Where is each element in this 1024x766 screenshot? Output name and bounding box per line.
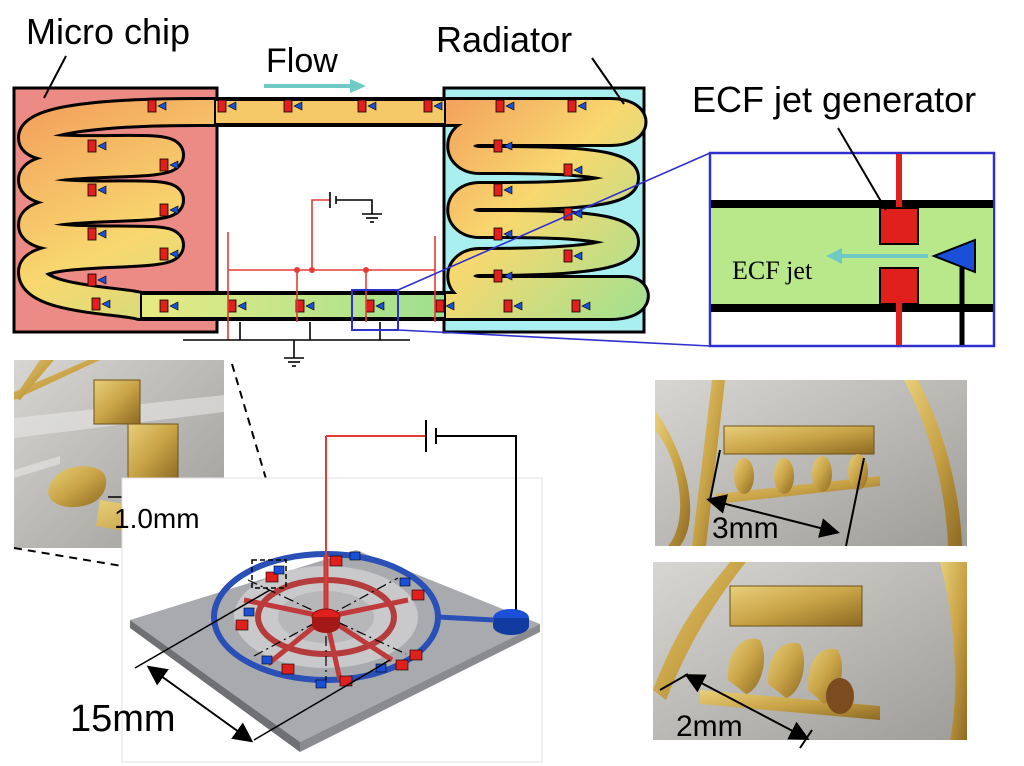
jet-triangle-marker [101,299,111,309]
electrode-marker [495,99,505,113]
dimension-3mm-label: 3mm [712,512,779,545]
wiring [183,192,436,367]
electrode-marker [503,299,513,313]
ring-electrode-red [339,675,353,687]
jet-triangle-marker [293,101,303,111]
ring-electrode-red [235,619,249,631]
ecf-jet-generator-label: ECF jet generator [692,79,977,120]
electrode-marker [493,227,503,241]
electrode-marker [87,183,97,197]
electrode-marker [283,99,293,113]
electrode-marker [159,203,169,217]
jet-triangle-marker [581,301,591,311]
jet-triangle-marker [237,301,247,311]
micro-chip-label: Micro chip [26,11,191,52]
dimension-15mm-label: 15mm [70,698,176,740]
jet-triangle-marker [577,101,587,111]
ecf-jet-generator-detail [708,127,996,348]
ring-electrode-red [329,555,343,567]
jet-triangle-marker [513,301,523,311]
jet-triangle-marker [503,229,513,239]
jet-triangle-marker [305,301,315,311]
electrode-marker [563,163,573,177]
electrode-marker [435,299,445,313]
electrode-marker [159,158,169,172]
radiator-label: Radiator [436,19,573,60]
jet-triangle-marker [97,229,107,239]
flow-label: Flow [266,42,338,80]
electrode-marker [217,99,227,113]
electrode-marker [159,247,169,261]
jet-triangle-marker [97,275,107,285]
electrode-marker [493,269,503,283]
ring-electrode-red [395,659,409,671]
electrode-marker [357,99,367,113]
electrode-marker [423,99,433,113]
jet-triangle-marker [169,160,179,170]
ring-electrode-blue [349,551,361,561]
jet-triangle-marker [433,101,443,111]
jet-triangle-marker [375,301,385,311]
ring-electrode-blue [243,607,255,617]
electrode-marker [91,297,101,311]
electrode-photo-2mm [653,562,967,749]
jet-triangle-marker [445,301,455,311]
electrode-marker [87,273,97,287]
electrode-marker [567,99,577,113]
zoom-indicator [351,152,711,347]
electrode-marker [365,299,375,313]
jet-triangle-marker [573,165,583,175]
radiator-leader [591,57,625,105]
jet-triangle-marker [505,101,515,111]
ring-electrode-blue [315,679,327,689]
ring-electrode-blue [261,655,273,665]
electrode-marker [493,139,503,153]
jet-triangle-marker [503,141,513,151]
ring-electrode-blue [399,577,411,587]
ring-electrode-red [265,571,279,583]
jet-triangle-marker [573,209,583,219]
electrode-marker [159,299,169,313]
flow-arrow [264,79,366,93]
jet-triangle-marker [157,101,167,111]
jet-triangle-marker [169,301,179,311]
jet-triangle-marker [97,185,107,195]
jet-triangle-marker [169,249,179,259]
electrode-marker [227,299,237,313]
ecf-jet-label: ECF jet [732,256,813,285]
jet-triangle-marker [503,271,513,281]
electrode-marker [493,183,503,197]
dimension-2mm-label: 2mm [676,710,743,743]
ring-electrode-blue [273,565,285,575]
electrode-marker [87,227,97,241]
micro-chip-leader [43,55,67,99]
electrode-marker [87,139,97,153]
jet-triangle-marker [503,185,513,195]
electrode-marker [147,99,157,113]
jet-triangle-marker [367,101,377,111]
ring-electrode-red [411,589,425,601]
jet-generator-markers [87,99,591,313]
scale-1mm-label: 1.0mm [114,503,200,534]
electrode-marker [571,299,581,313]
electrode-photo-3mm [655,380,967,547]
jet-triangle-marker [97,141,107,151]
ring-electrode-red [281,663,295,675]
ring-electrode-red [409,649,423,661]
electrode-closeup-photo [14,360,224,548]
jet-triangle-marker [573,251,583,261]
electrode-marker [295,299,305,313]
device-3d-render [121,420,543,763]
electrode-marker [563,249,573,263]
jet-triangle-marker [169,205,179,215]
jet-triangle-marker [227,101,237,111]
